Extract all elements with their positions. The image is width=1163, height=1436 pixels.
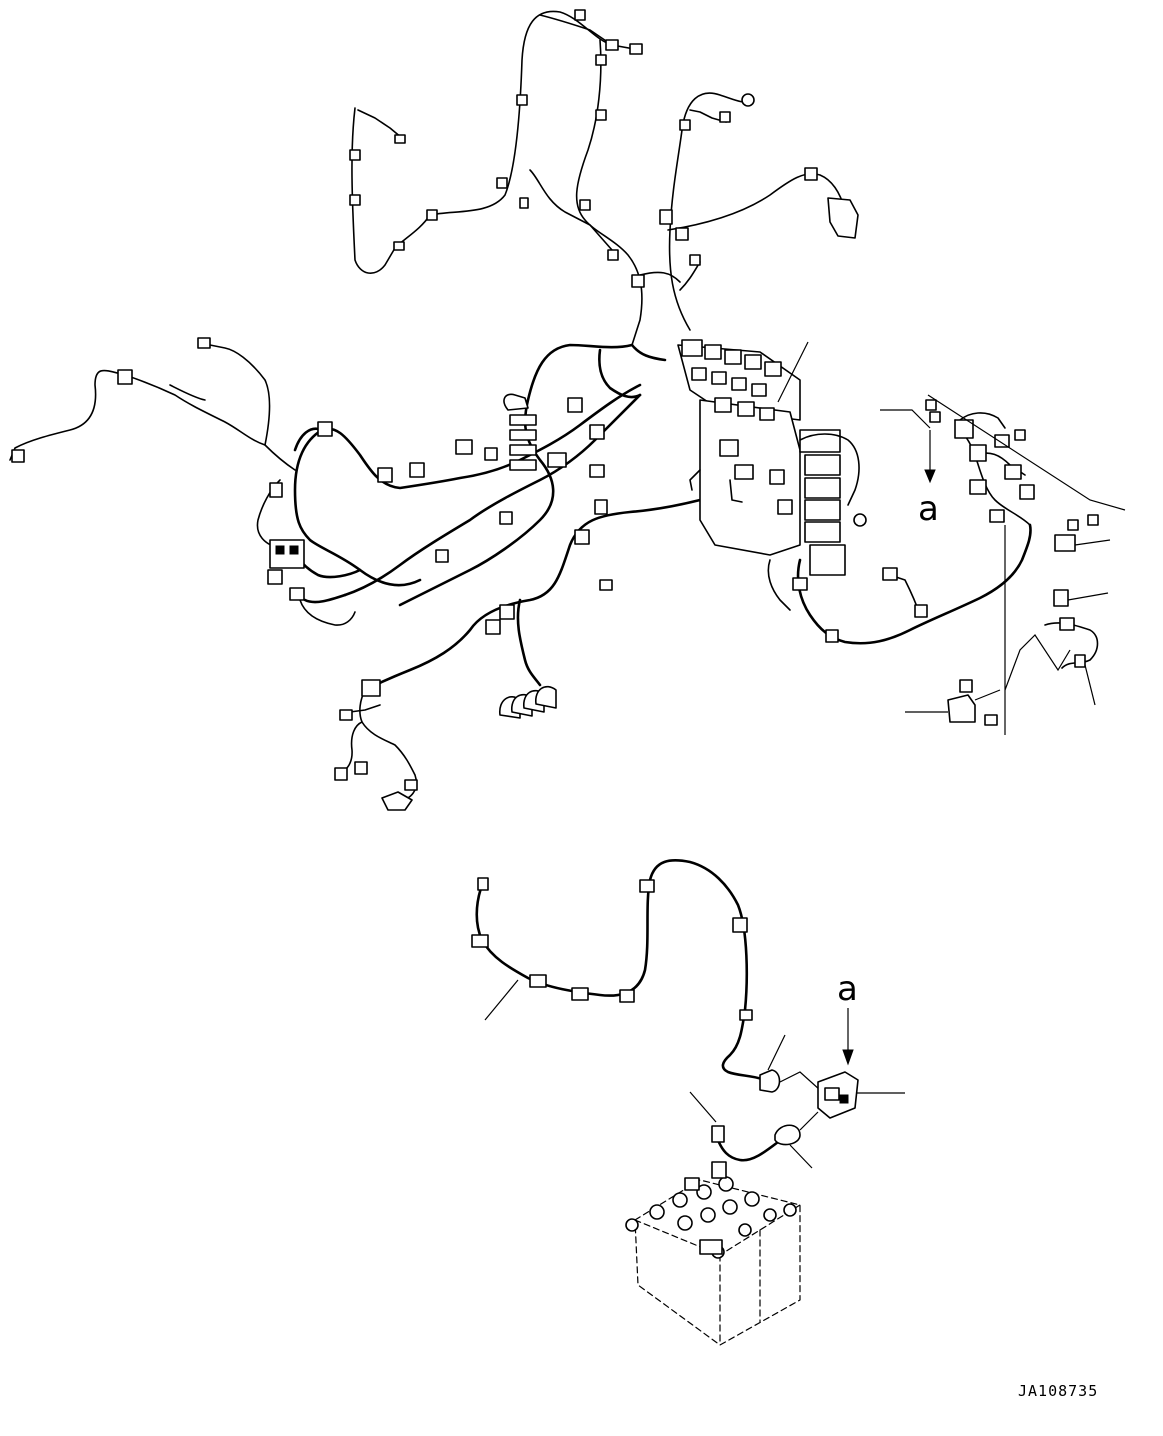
- battery: [625, 1161, 801, 1346]
- battery-cable: [471, 859, 905, 1169]
- upper-main-trunk: [9, 337, 702, 719]
- right-detail-parts: [880, 394, 1126, 735]
- fuse-box: [677, 339, 867, 611]
- clip-stack-center: [503, 393, 537, 471]
- drawing-code: JA108735: [1018, 1382, 1098, 1400]
- leader-fuse-box: [777, 341, 809, 403]
- clip-stack-lower: [499, 685, 557, 719]
- view-ref-upper-label: a: [918, 489, 939, 529]
- right-branch: [792, 412, 1035, 645]
- view-ref-lower-label: a: [837, 969, 858, 1009]
- upper-lower-left-branch: [334, 679, 418, 811]
- upper-top-branches: [349, 9, 859, 346]
